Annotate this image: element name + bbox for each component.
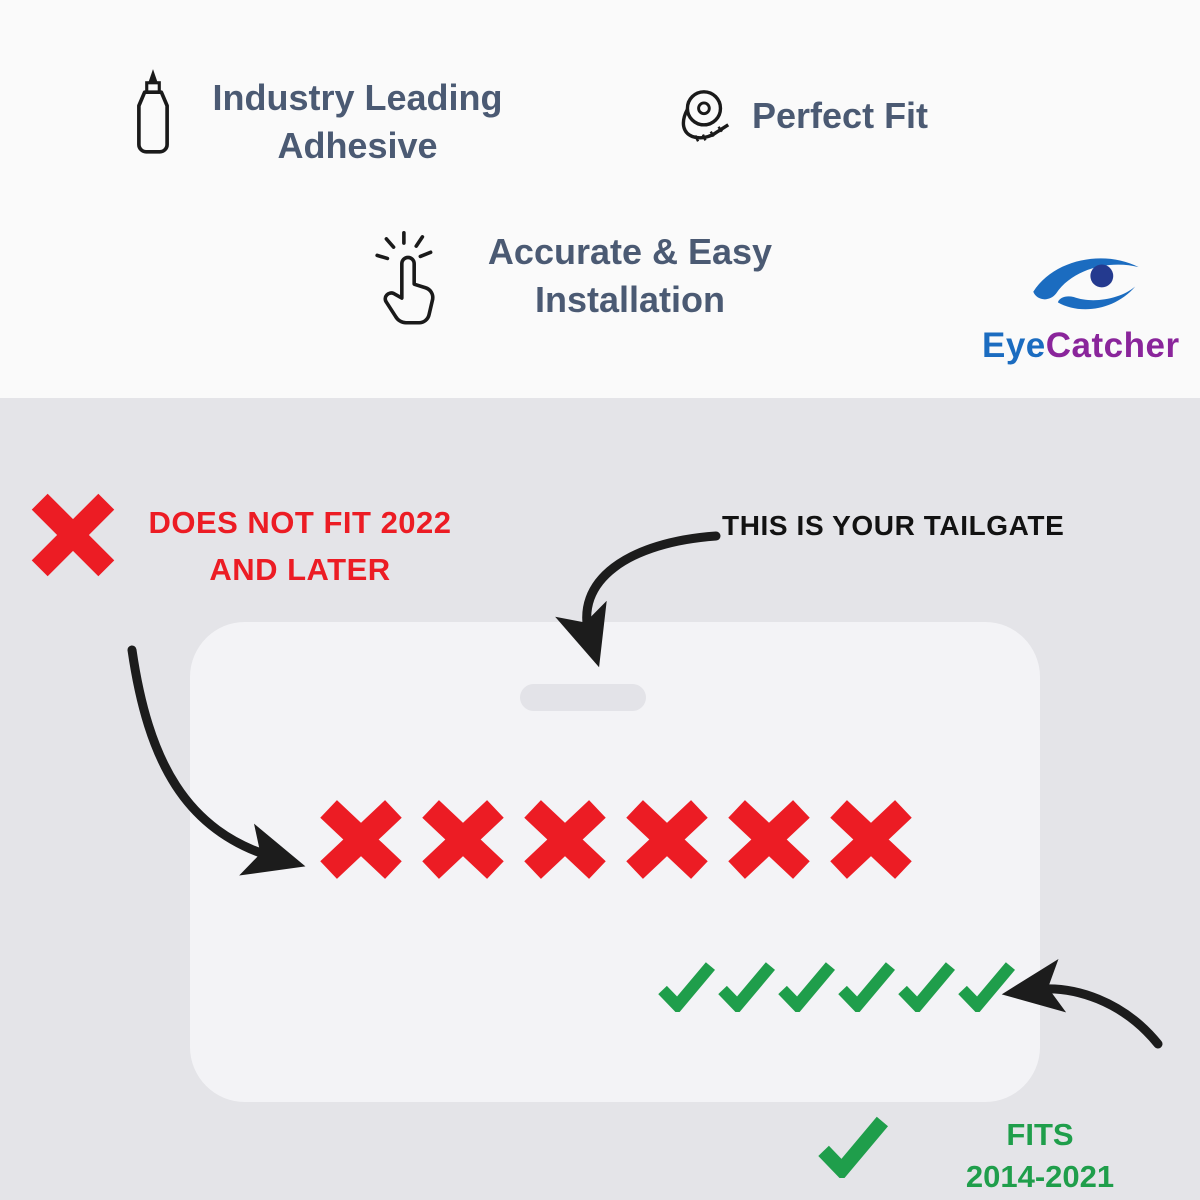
feature-installation-line2: Installation <box>534 278 726 320</box>
check-mark-icon <box>838 962 895 1012</box>
warning-text: DOES NOT FIT 2022 AND LATER <box>135 500 465 593</box>
x-mark-icon <box>830 800 912 879</box>
brand-name-primary: Eye <box>982 326 1046 365</box>
check-mark-icon <box>718 962 775 1012</box>
check-mark-icon <box>958 962 1015 1012</box>
brand-logo-text: EyeCatcher <box>982 326 1180 366</box>
feature-perfect-fit-label: Perfect Fit <box>752 95 929 136</box>
check-mark-icon <box>778 962 835 1012</box>
tap-click-icon <box>372 226 444 330</box>
warning-line2: AND LATER <box>209 551 391 587</box>
brand-logo-icon <box>1028 243 1144 323</box>
check-mark-icon <box>658 962 715 1012</box>
tailgate-annotation: THIS IS YOUR TAILGATE <box>722 510 1065 541</box>
feature-adhesive-label: Industry Leading Adhesive <box>185 74 530 169</box>
measuring-tape-icon <box>668 84 736 154</box>
feature-installation-line1: Accurate & Easy <box>487 231 773 272</box>
arrow-to-check-row <box>1001 958 1163 1049</box>
red-x-icon <box>28 490 118 580</box>
check-mark-icon <box>898 962 955 1012</box>
x-mark-icon <box>524 800 606 879</box>
tailgate-handle <box>520 684 646 711</box>
x-mark-icon <box>626 800 708 879</box>
x-mark-icon <box>422 800 504 879</box>
x-mark-icon <box>728 800 810 879</box>
feature-adhesive-line2: Adhesive <box>277 124 438 166</box>
top-banner: Industry Leading Adhesive Perfect Fit Ac… <box>0 0 1200 398</box>
x-mark-icon <box>320 800 402 879</box>
fits-text: FITS 2014-2021 <box>920 1114 1160 1198</box>
warning-line1: DOES NOT FIT 2022 <box>148 505 452 540</box>
feature-installation-label: Accurate & Easy Installation <box>455 228 805 323</box>
feature-adhesive-line1: Industry Leading <box>212 77 503 118</box>
check-marks-row <box>658 960 1015 1012</box>
brand-name-secondary: Catcher <box>1045 326 1180 365</box>
glue-bottle-icon <box>130 66 176 156</box>
fits-line2: 2014-2021 <box>965 1158 1115 1194</box>
green-check-icon <box>818 1114 888 1178</box>
x-marks-row <box>316 792 916 887</box>
fits-line1: FITS <box>1006 1117 1074 1152</box>
